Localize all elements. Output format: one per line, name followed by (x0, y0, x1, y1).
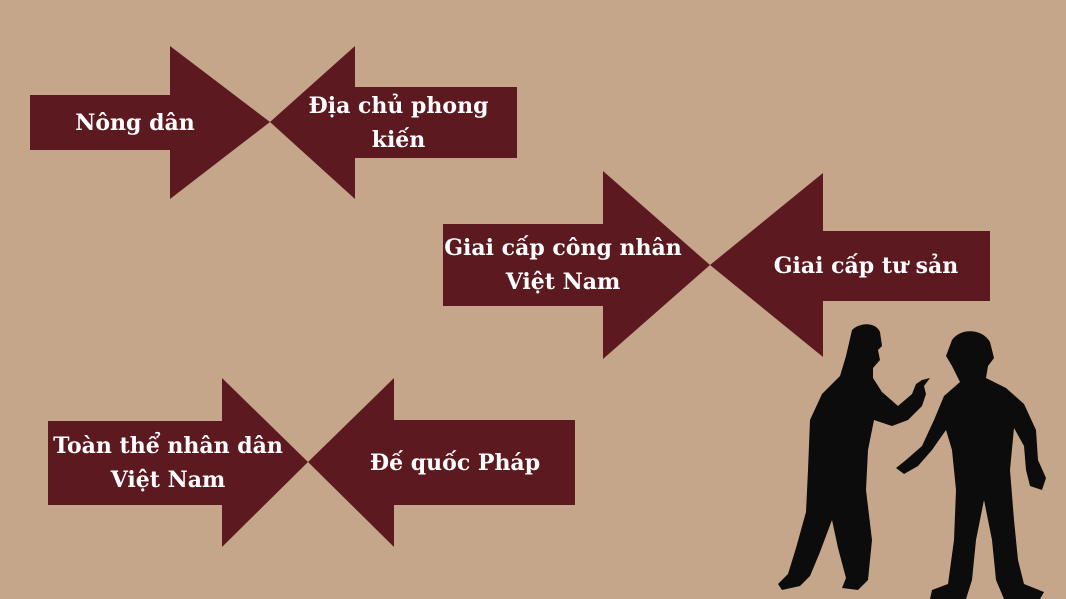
label-toan-the-nhan-dan: Toàn thể nhân dân Việt Nam (53, 433, 283, 493)
arrow-right-toan-the-nhan-dan (48, 378, 308, 547)
arrow-right-nong-dan (30, 46, 270, 199)
arrow-left-de-quoc-phap (308, 378, 575, 547)
arrow-right-giai-cap-cong-nhan (443, 171, 710, 359)
arrow-left-dia-chu (270, 46, 517, 199)
person-left-silhouette (778, 324, 930, 590)
label-nong-dan: Nông dân (75, 109, 195, 136)
label-dia-chu-phong-kien: Địa chủ phong kiến (308, 92, 489, 153)
label-de-quoc-phap: Đế quốc Pháp (369, 449, 541, 476)
label-giai-cap-cong-nhan: Giai cấp công nhân Việt Nam (444, 235, 682, 295)
label-giai-cap-tu-san: Giai cấp tư sản (773, 253, 959, 279)
arguing-people-illustration (778, 324, 1046, 599)
person-right-silhouette (896, 331, 1046, 599)
arrow-left-giai-cap-tu-san (710, 173, 990, 357)
